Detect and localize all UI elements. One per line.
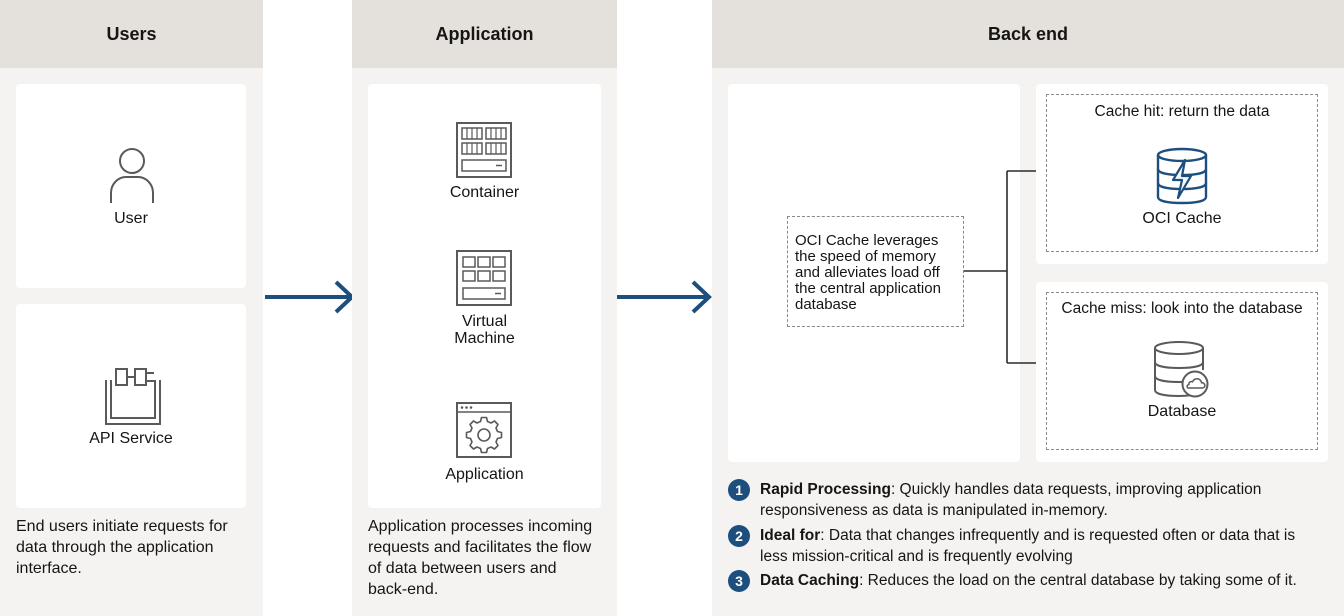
application-label: Application [445, 466, 524, 483]
cache-hit-caption: Cache hit: return the data [1094, 103, 1270, 120]
flow-arrow-app-to-backend [617, 280, 712, 314]
backend-main-card [728, 84, 1020, 462]
list-term-3: Data Caching [760, 572, 860, 589]
cache-miss-box [1046, 292, 1318, 450]
user-icon [110, 148, 154, 203]
database-icon [1154, 341, 1209, 398]
users-description: End users initiate requests for data thr… [16, 518, 228, 577]
api-service-icon [105, 368, 161, 425]
container-label: Container [449, 184, 520, 201]
backend-header: Back end [712, 0, 1344, 68]
user-label: User [114, 210, 148, 227]
cache-miss-card [1036, 282, 1328, 462]
backend-title: Back end [987, 23, 1069, 44]
container-icon [456, 122, 512, 178]
badge-1: 1 [728, 479, 750, 501]
cache-hit-box [1046, 94, 1318, 252]
badge-2: 2 [728, 525, 750, 547]
application-card: Container Virtual Machine [368, 84, 601, 508]
api-service-label: API Service [89, 430, 173, 447]
oci-cache-label: OCI Cache [1142, 210, 1222, 227]
api-service-card: API Service [16, 304, 246, 508]
cache-miss-caption: Cache miss: look into the database [1061, 300, 1303, 317]
database-label: Database [1147, 403, 1217, 420]
oci-cache-note-box [787, 216, 964, 327]
application-title: Application [435, 23, 534, 44]
application-description: Application processes incoming requests … [368, 518, 593, 598]
application-header: Application [352, 0, 617, 68]
list-term-1: Rapid Processing [760, 481, 891, 498]
users-header: Users [0, 0, 263, 68]
users-panel: Users User API Service End users initiat… [0, 0, 263, 616]
user-card: User [16, 84, 246, 288]
application-icon [456, 402, 512, 458]
badge-3: 3 [728, 570, 750, 592]
virtual-machine-icon [456, 250, 512, 306]
oci-cache-note: OCI Cache leverages the speed of memory … [795, 232, 941, 313]
list-term-2: Ideal for [760, 527, 821, 544]
application-panel: Application Container [352, 0, 617, 616]
flow-arrow-users-to-app [265, 280, 355, 314]
virtual-machine-label: Virtual Machine [454, 313, 515, 347]
oci-cache-icon [1156, 147, 1208, 205]
users-title: Users [106, 23, 157, 44]
